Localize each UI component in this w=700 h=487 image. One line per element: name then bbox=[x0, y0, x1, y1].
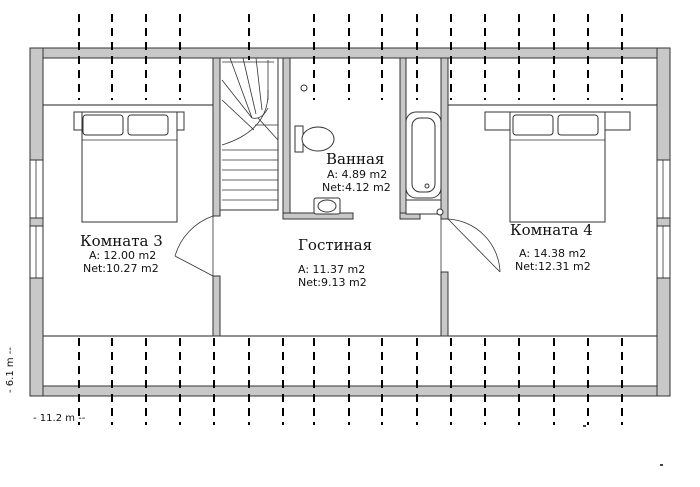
corner-mark bbox=[583, 425, 586, 427]
bath-name: Ванная bbox=[326, 150, 384, 168]
bathroom-fixtures bbox=[294, 84, 444, 216]
outer-walls bbox=[29, 47, 671, 397]
roof-slope-lines bbox=[43, 104, 657, 337]
room4-area: A: 14.38 m2 bbox=[519, 247, 586, 260]
room4-name: Комната 4 bbox=[510, 221, 593, 239]
bed-room4 bbox=[484, 111, 631, 223]
roof-beams bbox=[78, 14, 623, 425]
living-area: A: 11.37 m2 bbox=[298, 263, 365, 276]
living-net: Net:9.13 m2 bbox=[298, 276, 367, 289]
staircase bbox=[219, 57, 279, 211]
room3-name: Комната 3 bbox=[80, 232, 163, 250]
bath-net: Net:4.12 m2 bbox=[322, 181, 391, 194]
corner-mark bbox=[660, 464, 663, 466]
height-dimension: - 6.1 m -- bbox=[5, 347, 16, 393]
living-name: Гостиная bbox=[298, 236, 372, 254]
doors bbox=[174, 215, 501, 277]
bath-area: A: 4.89 m2 bbox=[327, 168, 387, 181]
bed-room3 bbox=[73, 111, 185, 223]
width-dimension: - 11.2 m -- bbox=[33, 413, 86, 424]
room3-net: Net:10.27 m2 bbox=[83, 262, 159, 275]
room4-net: Net:12.31 m2 bbox=[515, 260, 591, 273]
room3-area: A: 12.00 m2 bbox=[89, 249, 156, 262]
